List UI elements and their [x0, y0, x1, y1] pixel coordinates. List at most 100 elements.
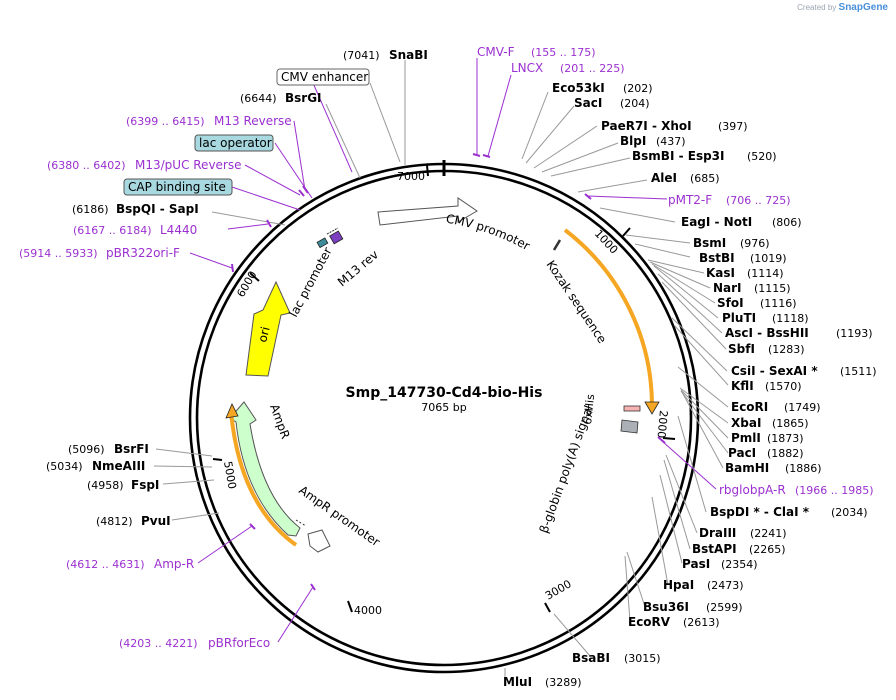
- svg-text:PvuI: PvuI: [141, 514, 171, 528]
- svg-text:(4958): (4958): [87, 479, 124, 492]
- svg-text:(7041): (7041): [343, 49, 380, 62]
- svg-text:(520): (520): [747, 150, 777, 163]
- svg-text:(1966 .. 1985): (1966 .. 1985): [795, 484, 874, 497]
- polya-box: [620, 419, 639, 434]
- m13-rev-label: M13 rev: [335, 247, 381, 289]
- enzyme-paer7i-xhoi: PaeR7I - XhoI(397): [601, 119, 748, 133]
- svg-text:MluI: MluI: [503, 675, 532, 689]
- svg-text:(706 .. 725): (706 .. 725): [726, 194, 791, 207]
- svg-text:BspQI - SapI: BspQI - SapI: [116, 202, 199, 216]
- primer-l4440: (6167 .. 6184)L4440: [73, 223, 197, 237]
- svg-text:SbfI: SbfI: [728, 342, 755, 356]
- enzyme-kasi: KasI(1114): [706, 266, 784, 280]
- ampr-label: AmpR: [267, 402, 292, 440]
- enzyme-bspqi-sapi: (6186) BspQI - SapI: [72, 202, 199, 216]
- svg-text:BsmBI - Esp3I: BsmBI - Esp3I: [632, 149, 724, 163]
- bglob-label: β-globin poly(A) signal: [537, 403, 596, 535]
- svg-text:lac operator: lac operator: [199, 136, 272, 150]
- svg-text:BamHI: BamHI: [725, 461, 769, 475]
- primer-pbr322ori-f: (5914 .. 5933)pBR322ori-F: [19, 246, 180, 260]
- svg-text:(2241): (2241): [750, 527, 787, 540]
- svg-text:DraIII: DraIII: [699, 526, 736, 540]
- svg-text:NarI: NarI: [713, 281, 742, 295]
- svg-text:HpaI: HpaI: [663, 578, 694, 592]
- svg-text:BlpI: BlpI: [620, 134, 646, 148]
- primer-labels: CMV-F(155 .. 175) LNCX(201 .. 225) pMT2-…: [19, 45, 874, 650]
- primer-cmv-f: CMV-F(155 .. 175): [477, 45, 596, 59]
- svg-text:(2473): (2473): [707, 579, 744, 592]
- ori-arrow: [245, 280, 291, 377]
- svg-text:CsiI - SexAI *: CsiI - SexAI *: [731, 364, 818, 378]
- svg-text:pMT2-F: pMT2-F: [668, 193, 712, 207]
- svg-text:pBRforEco: pBRforEco: [208, 636, 270, 650]
- his-label: 6xHis: [581, 393, 597, 425]
- enzyme-sbfi: SbfI(1283): [728, 342, 805, 356]
- svg-text:BsrGI: BsrGI: [285, 91, 322, 105]
- svg-text:BsmI: BsmI: [693, 236, 726, 250]
- enzyme-nmeaiii: (5034)NmeAIII: [46, 459, 145, 473]
- enzyme-bsmi: BsmI(976): [693, 236, 770, 250]
- svg-text:BsrFI: BsrFI: [114, 442, 149, 456]
- svg-text:(5096): (5096): [68, 443, 105, 456]
- tick-7000: 7000: [397, 170, 425, 183]
- svg-text:AleI: AleI: [651, 171, 677, 185]
- tick-6000: 6000: [234, 269, 259, 300]
- features: [225, 197, 660, 553]
- svg-text:(6644): (6644): [240, 92, 277, 105]
- primer-rbglobpa-r: rbglobpA-R(1966 .. 1985): [719, 483, 874, 497]
- enzyme-labels: (7041)SnaBI (6644)BsrGI (6186)BspQI - Sa…: [46, 48, 877, 689]
- plasmid-title: Smp_147730-Cd4-bio-His: [346, 385, 543, 401]
- enzyme-sfoi: SfoI(1116): [717, 296, 797, 310]
- svg-text:CAP binding site: CAP binding site: [128, 180, 226, 194]
- svg-text:(202): (202): [623, 82, 653, 95]
- svg-text:(155 .. 175): (155 .. 175): [531, 46, 596, 59]
- enzyme-bamhi: BamHI (1886): [725, 461, 822, 475]
- svg-text:(5034): (5034): [46, 460, 83, 473]
- svg-text:(1886): (1886): [785, 462, 822, 475]
- svg-text:(1019): (1019): [750, 252, 787, 265]
- enzyme-asci-bsshii: AscI - BssHII(1193): [725, 326, 873, 340]
- cmv-promoter-arrow: [377, 197, 478, 226]
- enzyme-leaders: [153, 60, 729, 680]
- svg-text:SfoI: SfoI: [717, 296, 744, 310]
- kozak-label: Kozak sequence: [544, 258, 610, 346]
- svg-text:BsaBI: BsaBI: [572, 651, 610, 665]
- enzyme-hpai: HpaI (2473): [663, 578, 744, 592]
- enzyme-pasi: PasI(2354): [682, 557, 758, 571]
- enzyme-csii-sexai: CsiI - SexAI * (1511): [731, 364, 877, 378]
- svg-text:EagI - NotI: EagI - NotI: [681, 215, 752, 229]
- enzyme-bsabi: BsaBI(3015): [572, 651, 661, 665]
- boxed-feature-labels: CMV enhancer lac operator CAP binding si…: [123, 68, 370, 196]
- svg-text:(6186): (6186): [72, 203, 109, 216]
- tick-5000: 5000: [221, 460, 239, 490]
- enzyme-bstbi: BstBI(1019): [699, 251, 787, 265]
- enzyme-bsu36i: Bsu36I (2599): [643, 600, 743, 614]
- svg-text:EcoRI: EcoRI: [731, 400, 768, 414]
- svg-text:(1511): (1511): [840, 365, 877, 378]
- enzyme-pvui: (4812)PvuI: [96, 514, 171, 528]
- svg-text:(2599): (2599): [706, 601, 743, 614]
- primer-leaders: [189, 58, 717, 643]
- enzyme-alei: AleI (685): [651, 171, 720, 185]
- ampr-arrow: [229, 401, 301, 537]
- svg-text:(1873): (1873): [767, 432, 804, 445]
- svg-text:BstAPI: BstAPI: [692, 542, 737, 556]
- lac-promoter-label: lac promoter: [286, 245, 334, 319]
- cap-binding-site-box: CAP binding site: [123, 178, 233, 196]
- tick-3000: 3000: [543, 577, 574, 602]
- enzyme-bsmbi-esp3i: BsmBI - Esp3I (520): [632, 149, 777, 163]
- svg-text:LNCX: LNCX: [511, 61, 543, 75]
- svg-text:(685): (685): [690, 172, 720, 185]
- svg-text:BspDI * - ClaI *: BspDI * - ClaI *: [710, 505, 810, 519]
- svg-text:(437): (437): [656, 135, 686, 148]
- enzyme-ecori: EcoRI(1749): [731, 400, 821, 414]
- enzyme-bstapi: BstAPI(2265): [692, 542, 786, 556]
- svg-text:PmlI: PmlI: [731, 431, 761, 445]
- svg-text:(2354): (2354): [721, 558, 758, 571]
- svg-text:(4203 .. 4221): (4203 .. 4221): [119, 637, 198, 650]
- enzyme-pmli: PmlI (1873): [731, 431, 804, 445]
- orf-arrow-right: [644, 401, 660, 415]
- svg-text:Bsu36I: Bsu36I: [643, 600, 689, 614]
- svg-text:(3289): (3289): [545, 676, 582, 689]
- enzyme-blpi: BlpI (437): [620, 134, 686, 148]
